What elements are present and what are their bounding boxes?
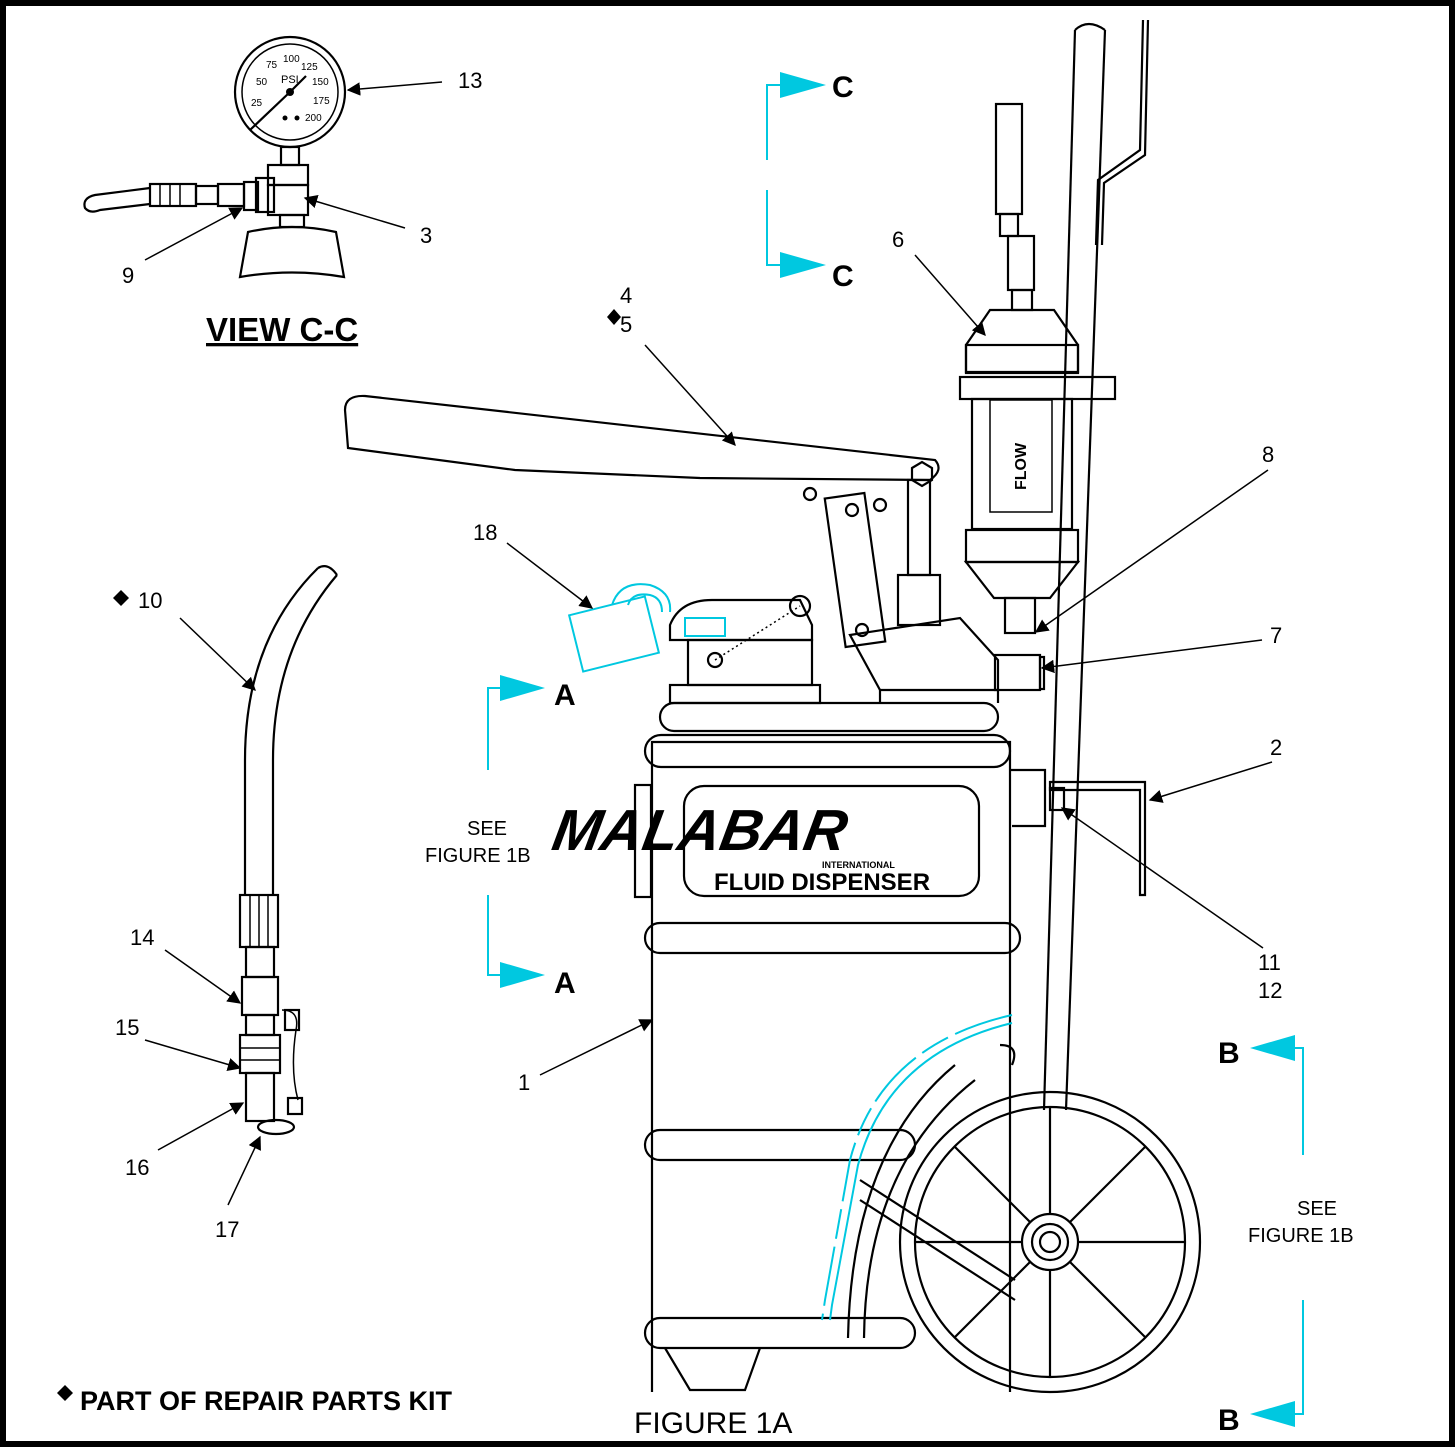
callout-4: 4 xyxy=(620,283,632,308)
section-a-top-label: A xyxy=(554,679,576,712)
section-b-top-label: B xyxy=(1218,1037,1240,1070)
gauge-dial xyxy=(249,75,307,131)
gauge-tick-125: 125 xyxy=(301,62,318,73)
see-figure-b-line1: SEE xyxy=(1297,1198,1337,1220)
filter-flow-label: FLOW xyxy=(1013,442,1030,490)
diamond-icon xyxy=(57,1385,73,1401)
gauge-tick-75: 75 xyxy=(266,60,278,71)
callout-3: 3 xyxy=(420,223,432,248)
callout-2: 2 xyxy=(1270,735,1282,760)
diamond-icon xyxy=(607,309,621,325)
section-b-bottom-label: B xyxy=(1218,1404,1240,1437)
gauge-tick-175: 175 xyxy=(313,96,330,107)
callout-8: 8 xyxy=(1262,442,1274,467)
pump-lever xyxy=(343,394,940,482)
callout-11: 11 xyxy=(1258,950,1281,975)
cart-frame xyxy=(846,1043,1016,1339)
gauge-tick-150: 150 xyxy=(312,77,329,88)
callout-17: 17 xyxy=(215,1217,239,1242)
hidden-line xyxy=(821,1014,1013,1321)
brand-sub: INTERNATIONAL xyxy=(822,860,895,870)
section-a-arrows xyxy=(487,675,545,988)
callout-16: 16 xyxy=(125,1155,149,1180)
see-figure-a-line1: SEE xyxy=(467,818,507,840)
section-b-arrows xyxy=(1250,1035,1304,1427)
callout-15: 15 xyxy=(115,1015,139,1040)
callout-12: 12 xyxy=(1258,978,1282,1003)
gauge-unit-label: PSI xyxy=(281,74,299,86)
callout-7: 7 xyxy=(1270,623,1282,648)
product-label-panel xyxy=(682,784,981,898)
pump-assembly xyxy=(343,394,1000,705)
callout-10: 10 xyxy=(138,588,162,613)
padlock xyxy=(567,583,726,673)
fluid-tank xyxy=(633,701,1047,1392)
cart-handle xyxy=(1042,19,1150,1111)
diamond-icon xyxy=(113,590,129,606)
filter-assembly xyxy=(958,102,1117,692)
hose-assembly xyxy=(238,565,338,1136)
gauge-tick-200: 200 xyxy=(305,113,322,124)
see-figure-a-line2: FIGURE 1B xyxy=(425,845,531,867)
leader-lines xyxy=(144,81,1273,1206)
callout-1: 1 xyxy=(518,1070,530,1095)
callout-13: 13 xyxy=(458,68,482,93)
wheel xyxy=(898,1090,1202,1394)
brand-name: MALABAR xyxy=(548,798,852,863)
section-a-bottom-label: A xyxy=(554,967,576,1000)
see-figure-b-line2: FIGURE 1B xyxy=(1248,1225,1354,1247)
callout-6: 6 xyxy=(892,227,904,252)
gauge-tick-50: 50 xyxy=(256,77,268,88)
product-label: FLUID DISPENSER xyxy=(714,869,930,896)
callout-14: 14 xyxy=(130,925,154,950)
section-c-bottom-label: C xyxy=(832,260,854,293)
callout-5: 5 xyxy=(620,312,632,337)
view-title: VIEW C-C xyxy=(206,311,358,348)
legend-text: PART OF REPAIR PARTS KIT xyxy=(80,1386,453,1416)
callout-9: 9 xyxy=(122,263,134,288)
gauge-tick-25: 25 xyxy=(251,98,263,109)
hidden-line xyxy=(829,1022,1013,1321)
section-c-arrows xyxy=(766,72,826,278)
section-c-top-label: C xyxy=(832,71,854,104)
figure-title: FIGURE 1A xyxy=(634,1407,792,1440)
view-c-c-assembly: PSI 25 50 75 100 125 150 175 200 xyxy=(83,35,347,279)
gauge-tick-100: 100 xyxy=(283,54,300,65)
callout-18: 18 xyxy=(473,520,497,545)
